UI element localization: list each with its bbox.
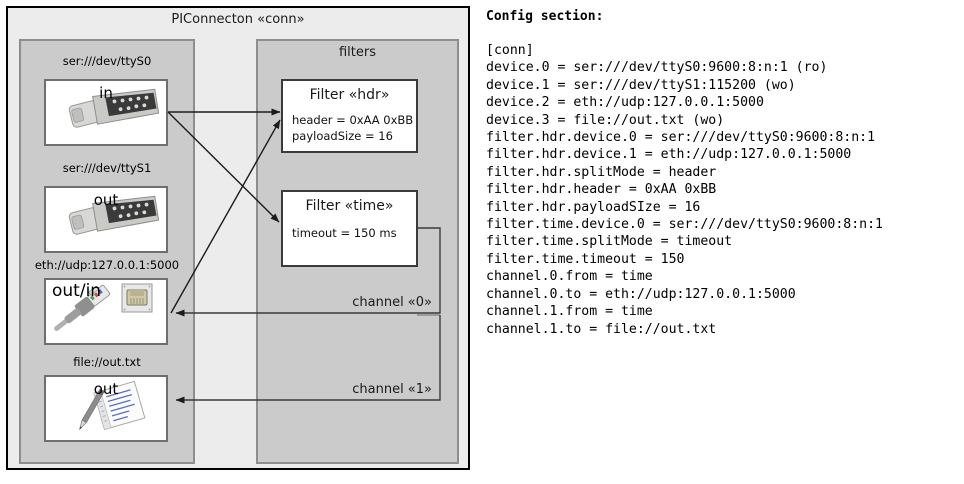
config-lines: [conn] device.0 = ser:///dev/ttyS0:9600:…	[486, 43, 883, 337]
device-label-file: file://out.txt	[73, 355, 141, 369]
device-label-ttyS0: ser:///dev/ttyS0	[62, 54, 152, 68]
device-box-ttyS0[interactable]: in	[44, 79, 168, 146]
filter-box-hdr[interactable]: Filter «hdr» header = 0xAA 0xBB payloadS…	[281, 79, 418, 153]
filters-panel-title: filters	[338, 45, 376, 60]
serial-port-icon	[46, 188, 166, 251]
filter-box-time[interactable]: Filter «time» timeout = 150 ms	[281, 190, 418, 267]
filter-title-time: Filter «time»	[305, 198, 394, 214]
device-box-file[interactable]: out	[44, 375, 168, 442]
device-box-ttyS1[interactable]: out	[44, 186, 168, 253]
channel-label-1: channel «1»	[352, 382, 432, 397]
serial-port-icon	[46, 81, 166, 144]
device-label-ttyS1: ser:///dev/ttyS1	[62, 161, 152, 175]
filter-prop-hdr-payloadsize: payloadSize = 16	[292, 129, 393, 143]
filter-title-hdr: Filter «hdr»	[309, 87, 390, 103]
filter-prop-hdr-header: header = 0xAA 0xBB	[292, 113, 414, 127]
device-box-eth[interactable]: out/in	[44, 278, 168, 345]
architecture-diagram: PIConnecton «conn» ser:///dev/ttyS0	[6, 6, 470, 470]
config-heading: Config section:	[486, 9, 604, 24]
connector-title: PIConnecton «conn»	[171, 12, 305, 27]
filter-prop-time-timeout: timeout = 150 ms	[292, 226, 397, 240]
channel-label-0: channel «0»	[352, 295, 432, 310]
device-label-eth: eth://udp:127.0.0.1:5000	[34, 258, 180, 272]
ethernet-jack-icon	[46, 280, 166, 343]
config-section: Config section: [conn] device.0 = ser://…	[482, 0, 964, 484]
text-file-icon	[46, 377, 166, 440]
